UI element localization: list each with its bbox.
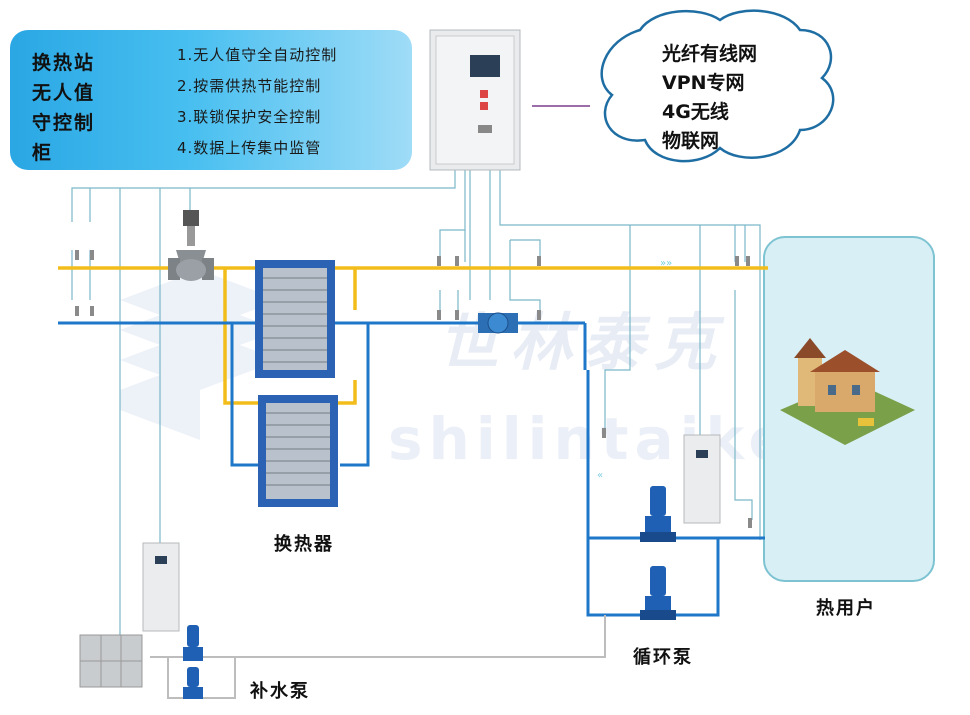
network-item: 物联网: [662, 130, 720, 152]
control-cabinet-main: [429, 29, 521, 171]
heat-exchanger-2: [258, 395, 338, 507]
control-cabinet-user: [683, 434, 721, 524]
water-tank: [79, 634, 143, 688]
cloud-shape: [600, 9, 835, 163]
makeup-pipe: [150, 615, 606, 699]
heat-exchanger-1: [255, 260, 335, 378]
info-panel: 换热站无人值守控制柜 1.无人值守全自动控制 2.按需供热节能控制 3.联锁保护…: [10, 30, 412, 170]
info-items: 1.无人值守全自动控制 2.按需供热节能控制 3.联锁保护安全控制 4.数据上传…: [177, 40, 337, 164]
info-item: 1.无人值守全自动控制: [177, 46, 338, 64]
label-makeup-pump: 补水泵: [250, 681, 310, 702]
circulation-pump-1: [640, 486, 676, 542]
flow-meter: [478, 312, 518, 334]
label-heat-user: 热用户: [816, 598, 876, 619]
flow-arrows: »» «: [597, 258, 672, 481]
svg-text:»»: »»: [660, 258, 672, 269]
network-list: 光纤有线网 VPN专网 4G无线 物联网: [662, 40, 757, 156]
sensors: [75, 250, 752, 528]
info-item: 3.联锁保护安全控制: [177, 108, 322, 126]
circulation-pump-2: [640, 566, 676, 620]
network-item: 光纤有线网: [662, 43, 758, 65]
label-heat-exchanger: 换热器: [274, 534, 334, 555]
makeup-pump-1: [183, 625, 203, 661]
makeup-pump-2: [183, 667, 203, 699]
info-title: 换热站无人值守控制柜: [32, 52, 96, 164]
house-icon: [780, 338, 915, 445]
svg-text:«: «: [597, 470, 603, 481]
control-valve: [168, 210, 214, 281]
info-item: 4.数据上传集中监管: [177, 139, 322, 157]
control-cabinet-makeup: [142, 542, 180, 632]
network-item: VPN专网: [662, 72, 745, 94]
info-item: 2.按需供热节能控制: [177, 77, 322, 95]
signal-lines: [71, 170, 761, 650]
network-item: 4G无线: [662, 101, 729, 123]
label-circulation-pump: 循环泵: [633, 647, 693, 668]
